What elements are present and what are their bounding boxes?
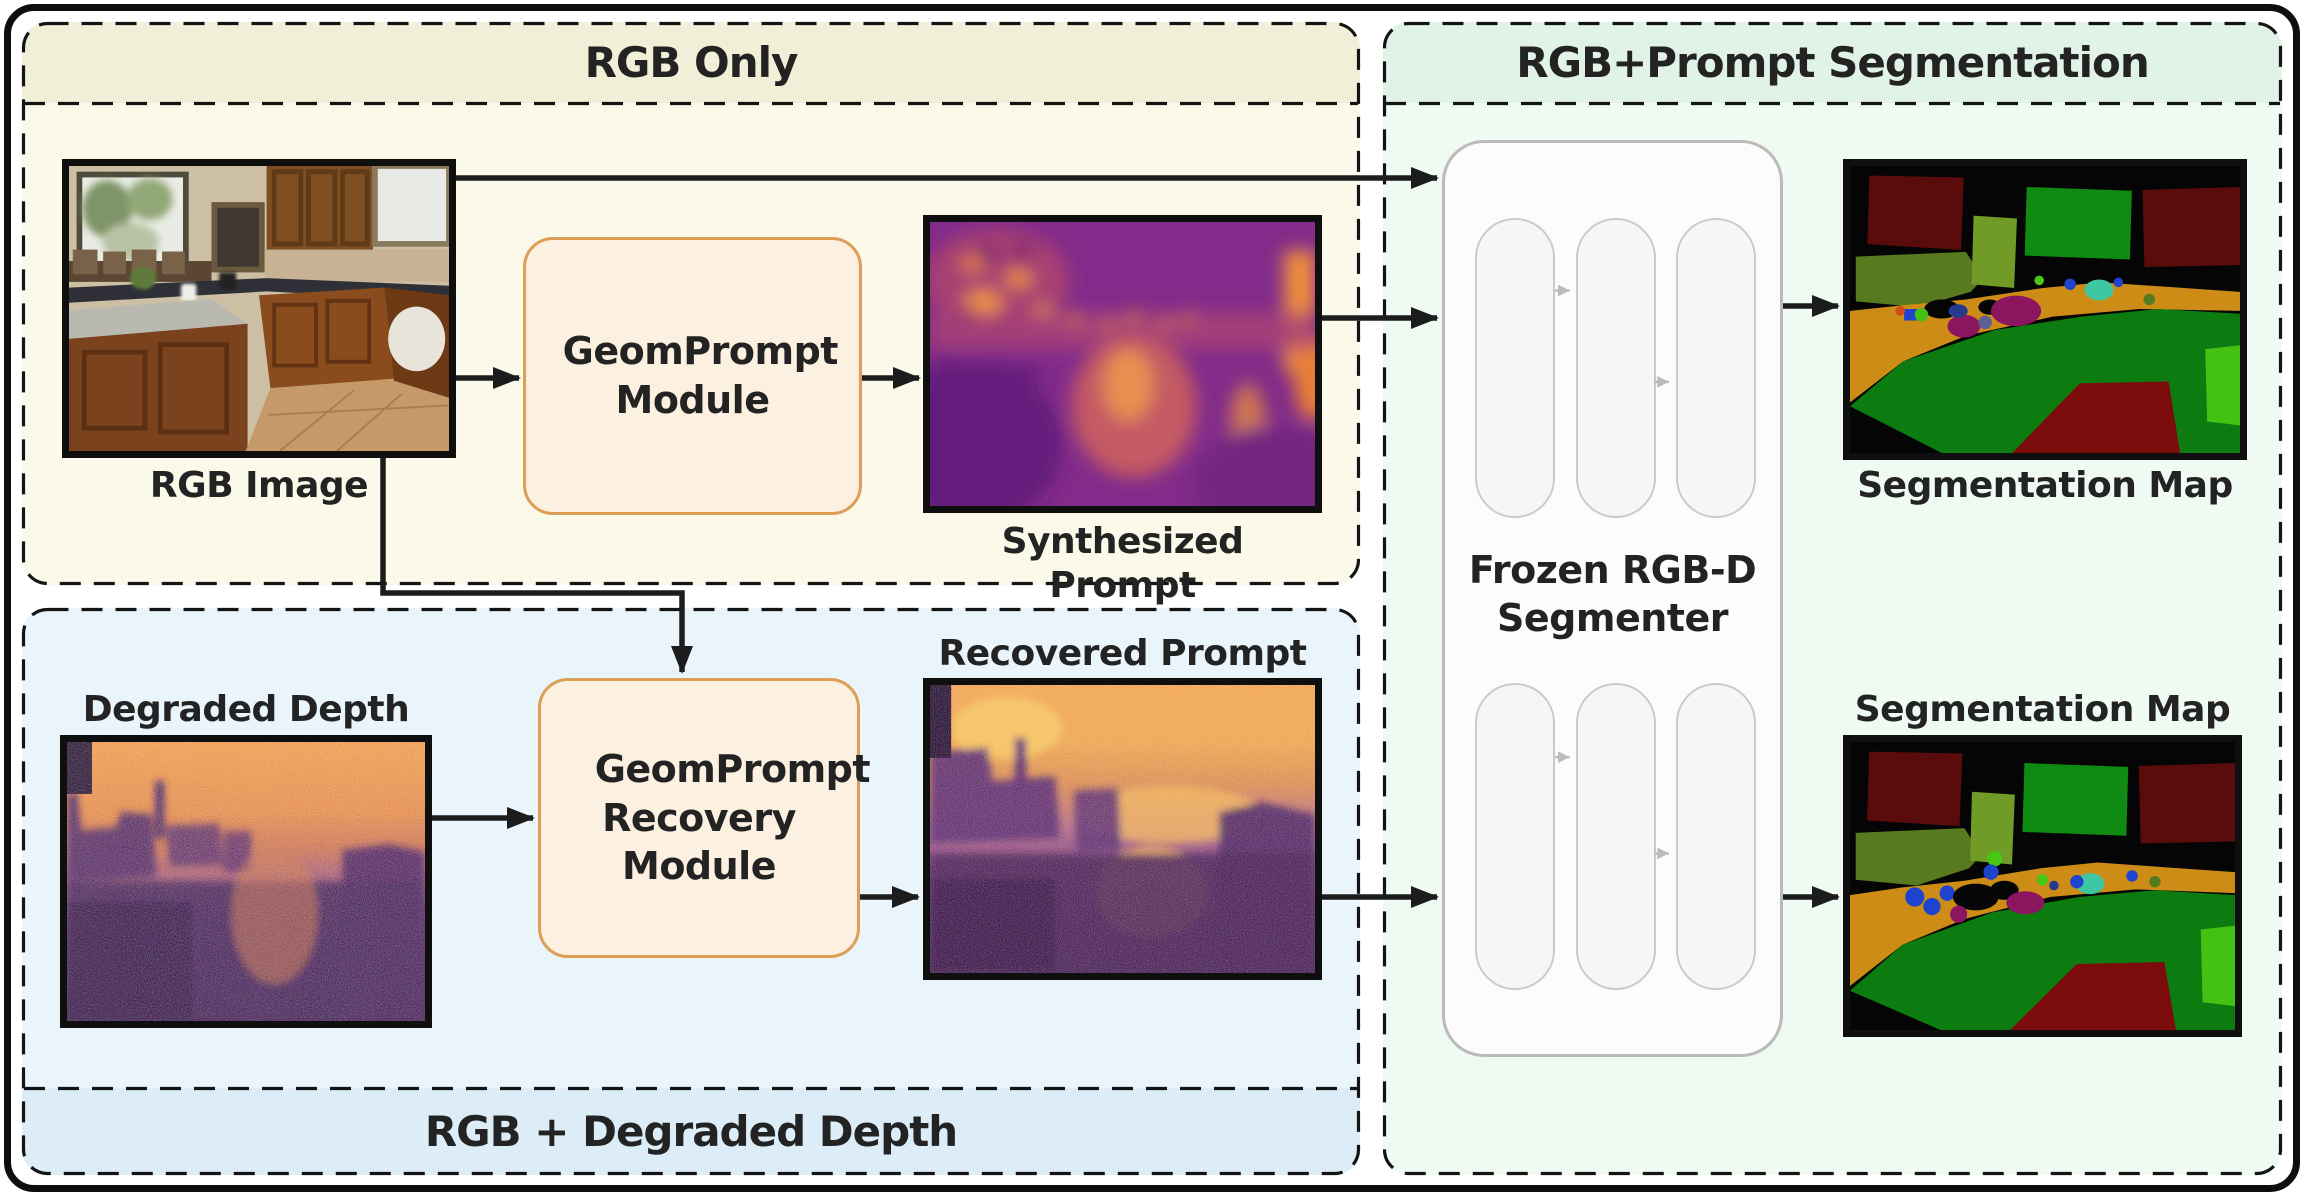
panel-title-rgb-degraded-depth: RGB + Degraded Depth (424, 1107, 958, 1156)
degraded-depth-thumbnail (60, 735, 432, 1028)
geomprompt-module-label: GeomPrompt Module (562, 329, 839, 422)
segmentation-map-bottom-illustration (1850, 742, 2235, 1030)
recovered-depth-illustration (930, 685, 1315, 973)
frozen-rgbd-segmenter: Frozen RGB-D Segmenter (1442, 140, 1783, 1057)
panel-title-rgb-prompt-segmentation: RGB+Prompt Segmentation (1516, 38, 2150, 87)
rgb-image-thumbnail (62, 159, 456, 458)
degraded-depth-illustration (67, 742, 425, 1021)
degraded-depth-label: Degraded Depth (82, 689, 410, 730)
segmenter-label: Frozen RGB-D Segmenter (1468, 548, 1757, 640)
synthesized-prompt-thumbnail (923, 215, 1322, 513)
recovered-prompt-label: Recovered Prompt (938, 633, 1307, 674)
segmentation-map-bottom-thumbnail (1843, 735, 2242, 1037)
geomprompt-module: GeomPrompt Module (523, 237, 862, 515)
synthesized-prompt-label: Synthesized Prompt (1001, 521, 1244, 606)
segmentation-map-top-label: Segmentation Map (1857, 465, 2233, 506)
synthesized-depth-illustration (930, 222, 1315, 506)
segmentation-map-top-illustration (1850, 166, 2240, 453)
geomprompt-recovery-module: GeomPrompt Recovery Module (538, 678, 871, 958)
segmentation-map-top-thumbnail (1843, 159, 2247, 460)
panel-title-rgb-only: RGB Only (584, 38, 799, 87)
recovered-prompt-thumbnail (923, 678, 1322, 980)
segmentation-map-bottom-label: Segmentation Map (1854, 689, 2231, 730)
rgb-image-label: RGB Image (149, 465, 369, 506)
geomprompt-recovery-module-label: GeomPrompt Recovery Module (594, 747, 871, 889)
kitchen-photo-illustration (69, 166, 449, 451)
